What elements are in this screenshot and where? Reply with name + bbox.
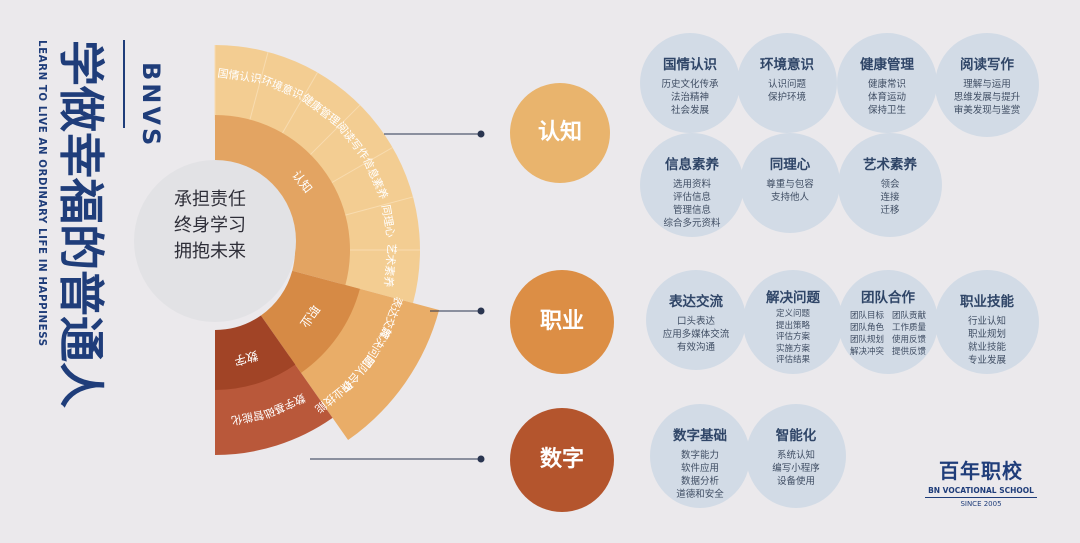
bubble-title: 环境意识 bbox=[760, 57, 814, 73]
bubble-title: 智能化 bbox=[775, 428, 817, 444]
bubble-yuedu: 阅读写作 理解与运用 思维发展与提升 审美发现与鉴赏 bbox=[935, 33, 1039, 137]
connector-dot-shuzi bbox=[477, 455, 485, 463]
middle-ring-shuzi bbox=[215, 315, 296, 390]
outer-ring-separator bbox=[340, 196, 414, 217]
school-logo: 百年职校 BN VOCATIONAL SCHOOL SINCE 2005 bbox=[925, 455, 1037, 508]
bubble-items-right: 团队贡献 工作质量 使用反馈 提供反馈 bbox=[892, 311, 927, 357]
english-subtitle: LEARN TO LIVE AN ORDINARY LIFE IN HAPPIN… bbox=[36, 40, 47, 347]
bubble-biaoda: 表达交流 口头表达 应用多媒体交流 有效沟通 bbox=[646, 270, 746, 370]
category-renzhi-label: 认知 bbox=[537, 120, 582, 145]
bubble-items: 历史文化传承 法治精神 社会发展 bbox=[661, 79, 719, 116]
outer-label-shuzi: 智能化 bbox=[230, 408, 265, 428]
category-renzhi: 认知 bbox=[510, 83, 610, 183]
outer-ring-separator bbox=[306, 104, 361, 159]
bubble-title: 国情认识 bbox=[663, 57, 717, 73]
outer-label-renzhi: 艺术素养 bbox=[381, 243, 399, 288]
brand-text: BNVS bbox=[137, 62, 165, 148]
bubble-title: 信息素养 bbox=[665, 157, 719, 173]
competency-wheel: 国情认识环境意识健康管理阅读写作信息素养同理心艺术素养表达交流解决问题团队合作职… bbox=[134, 45, 440, 456]
connectors bbox=[310, 130, 485, 463]
bubble-items: 理解与运用 思维发展与提升 审美发现与鉴赏 bbox=[953, 79, 1021, 116]
hub-line: 终身学习 bbox=[174, 215, 246, 236]
bubble-items: 领会 连接 迁移 bbox=[880, 179, 900, 216]
bubble-title: 解决问题 bbox=[766, 290, 820, 306]
bubble-title: 同理心 bbox=[769, 157, 811, 173]
bubble-items: 数字能力 软件应用 数据分析 道德和安全 bbox=[676, 450, 724, 500]
bubble-yishu: 艺术素养 领会 连接 迁移 bbox=[838, 133, 942, 237]
logo-since: SINCE 2005 bbox=[960, 500, 1002, 508]
bubble-items: 定义问题 提出策略 评估方案 实施方案 评估结果 bbox=[775, 309, 810, 365]
main-title: 学做幸福的普通人 bbox=[54, 40, 108, 408]
category-shuzi: 数字 bbox=[510, 408, 614, 512]
outer-ring-renzhi bbox=[215, 45, 420, 304]
title-block: BNVS 学做幸福的普通人 LEARN TO LIVE AN ORDINARY … bbox=[36, 40, 165, 408]
hub-line: 承担责任 bbox=[174, 189, 246, 210]
bubble-items: 健康常识 体育运动 保持卫生 bbox=[867, 79, 906, 116]
bubble-item-columns: 团队目标 团队角色 团队规划 解决冲突 团队贡献 工作质量 使用反馈 提供反馈 bbox=[838, 310, 938, 358]
category-shuzi-label: 数字 bbox=[539, 447, 584, 472]
category-zhiye-label: 职业 bbox=[539, 309, 584, 334]
bubble-tongli: 同理心 尊重与包容 支持他人 bbox=[740, 133, 840, 233]
bubble-items: 认识问题 保护环境 bbox=[767, 79, 806, 103]
category-zhiye: 职业 bbox=[510, 270, 614, 374]
bubble-title: 团队合作 bbox=[861, 290, 915, 306]
connector-dot-zhiye bbox=[477, 307, 485, 315]
middle-ring-zhiye bbox=[260, 270, 360, 373]
connector-dot-renzhi bbox=[477, 130, 485, 138]
bubble-zhineng: 智能化 系统认知 编写小程序 设备使用 bbox=[746, 404, 846, 508]
logo-name: 百年职校 bbox=[939, 459, 1023, 483]
hub-circle bbox=[134, 160, 296, 322]
outer-label-renzhi: 同理心 bbox=[379, 204, 397, 239]
hub-line: 拥抱未来 bbox=[174, 241, 246, 262]
bubble-items: 选用资料 评估信息 管理信息 综合多元资料 bbox=[663, 179, 721, 229]
inner-label-shuzi: 数字 bbox=[233, 348, 260, 369]
bubble-items: 系统认知 编写小程序 设备使用 bbox=[772, 450, 820, 487]
bubble-jiankang: 健康管理 健康常识 体育运动 保持卫生 bbox=[837, 33, 937, 133]
bubble-title: 职业技能 bbox=[960, 294, 1014, 310]
bubble-tuandui: 团队合作 团队目标 团队角色 团队规划 解决冲突 团队贡献 工作质量 使用反馈 … bbox=[838, 270, 938, 374]
outer-ring-separator bbox=[327, 147, 393, 186]
outer-ring-separator bbox=[248, 51, 269, 125]
outer-label-renzhi: 国情认识 bbox=[217, 67, 262, 86]
bubble-title: 表达交流 bbox=[669, 294, 723, 310]
bubble-huanjing: 环境意识 认识问题 保护环境 bbox=[737, 33, 837, 133]
bubble-title: 阅读写作 bbox=[960, 57, 1014, 73]
bubble-items: 尊重与包容 支持他人 bbox=[766, 179, 814, 203]
bubble-title: 艺术素养 bbox=[863, 157, 917, 173]
bubble-items: 行业认知 职业规划 就业技能 专业发展 bbox=[967, 316, 1006, 366]
bubble-items: 口头表达 应用多媒体交流 有效沟通 bbox=[662, 316, 730, 353]
bubble-zhiyejineng: 职业技能 行业认知 职业规划 就业技能 专业发展 bbox=[935, 270, 1039, 374]
bubble-jiejue: 解决问题 定义问题 提出策略 评估方案 实施方案 评估结果 bbox=[743, 270, 843, 374]
bubble-shuzijichu: 数字基础 数字能力 软件应用 数据分析 道德和安全 bbox=[650, 404, 750, 508]
outer-ring-separator bbox=[279, 72, 318, 138]
bubble-xinxi: 信息素养 选用资料 评估信息 管理信息 综合多元资料 bbox=[640, 133, 744, 237]
bubble-title: 数字基础 bbox=[673, 428, 727, 444]
logo-english: BN VOCATIONAL SCHOOL bbox=[925, 486, 1037, 498]
bubble-title: 健康管理 bbox=[860, 57, 914, 73]
bubble-guoqing: 国情认识 历史文化传承 法治精神 社会发展 bbox=[640, 33, 740, 133]
bubble-items: 团队目标 团队角色 团队规划 解决冲突 bbox=[849, 311, 884, 357]
